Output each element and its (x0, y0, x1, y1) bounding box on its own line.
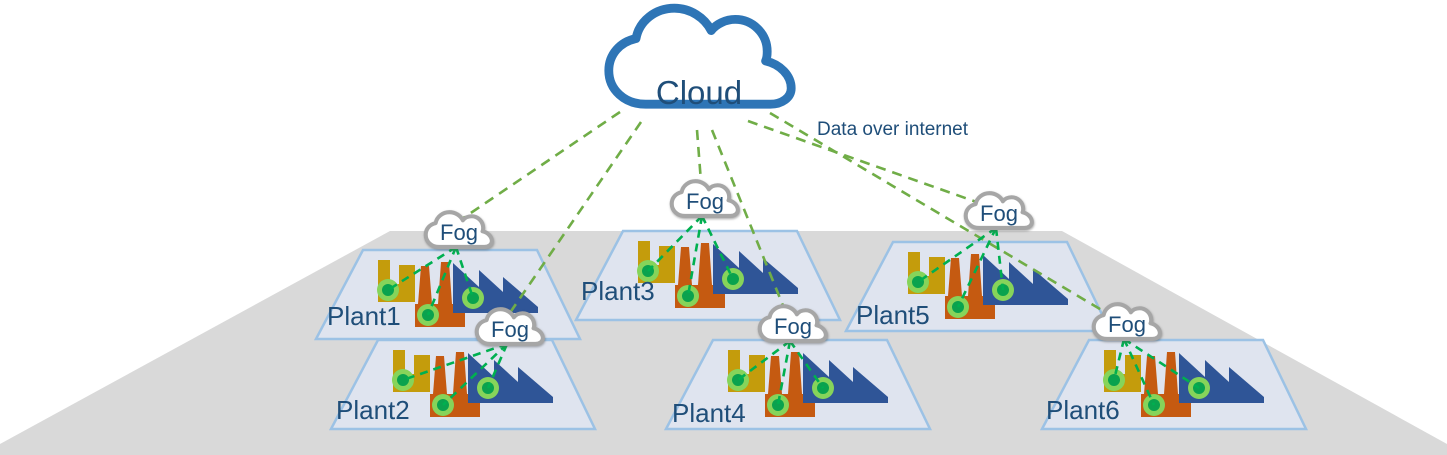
cloud-fog2-link (503, 121, 643, 321)
fog-label-plant2: Fog (491, 316, 529, 342)
fog2-sensor-links (402, 342, 509, 406)
fog-label-plant4: Fog (774, 313, 812, 339)
plant6-label: Plant6 (1046, 395, 1120, 425)
fog1-sensor-links (387, 245, 475, 316)
fog5-sensor-links (917, 226, 1005, 308)
fog-label-plant5: Fog (980, 200, 1018, 226)
fog-label-plant3: Fog (686, 188, 724, 214)
fog6-sensor-links (1112, 337, 1200, 406)
fog-to-sensor-links (387, 215, 1200, 406)
fog-label-plant6: Fog (1108, 311, 1146, 337)
plant3-label: Plant3 (581, 276, 655, 306)
plant5-label: Plant5 (856, 300, 930, 330)
fog4-sensor-links (737, 339, 825, 406)
plant1-label: Plant1 (327, 301, 401, 331)
cloud-label: Cloud (655, 73, 743, 111)
cloud-fog1-link (452, 110, 621, 227)
fog3-sensor-links (647, 215, 735, 297)
data-over-internet-label: Data over internet (817, 119, 969, 140)
fog-label-plant1: Fog (440, 219, 478, 245)
cloud-fog5-link (747, 119, 986, 207)
plant4-label: Plant4 (672, 398, 746, 428)
cloud-fog6-link (769, 111, 1111, 317)
plant2-label: Plant2 (336, 395, 410, 425)
